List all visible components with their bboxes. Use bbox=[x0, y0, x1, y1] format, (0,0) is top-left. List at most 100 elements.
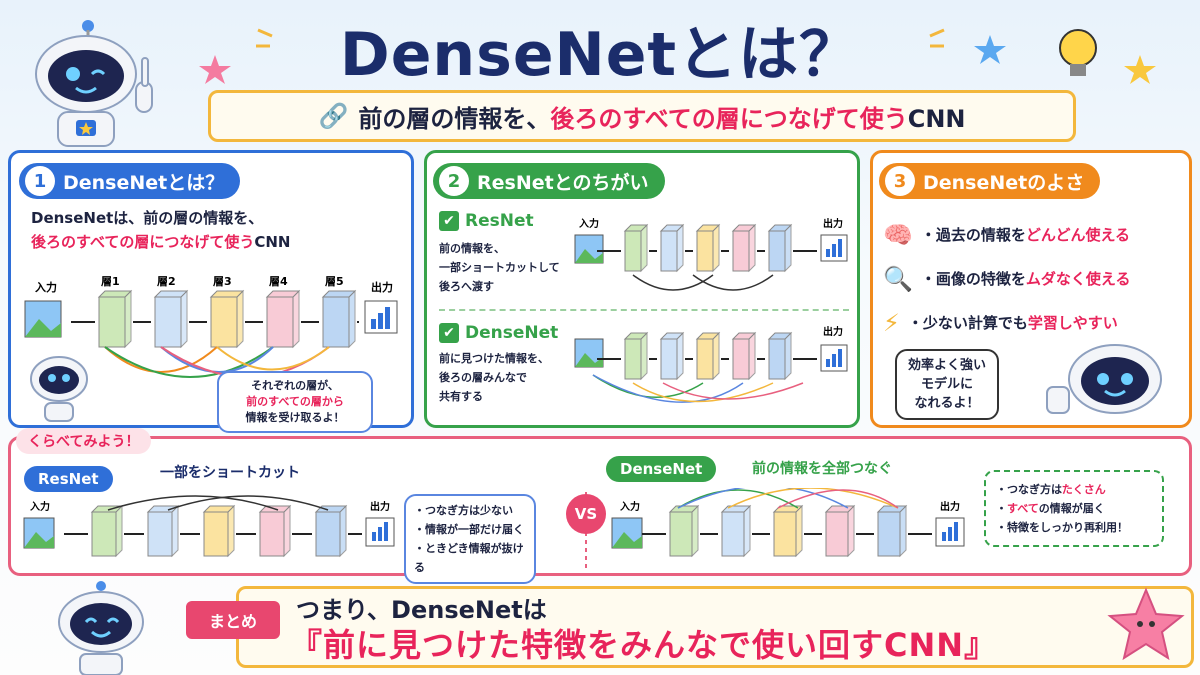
panel1-desc-line1: DenseNetは、前の層の情報を、 bbox=[31, 209, 264, 227]
layer-block bbox=[659, 223, 685, 273]
layer-block bbox=[695, 223, 721, 273]
layer-label: 層2 bbox=[157, 275, 176, 288]
star-mascot-icon bbox=[1107, 587, 1185, 661]
star-icon bbox=[974, 35, 1006, 64]
compare-tag: くらべてみよう！ bbox=[16, 428, 152, 454]
input-label: 入力 bbox=[30, 500, 50, 513]
lightning-icon: ⚡ bbox=[883, 309, 900, 337]
summary-line2: 『前に見つけた特徴をみんなで使い回すCNN』 bbox=[290, 626, 998, 664]
input-label-dense: 入力 bbox=[620, 500, 640, 513]
layer-block bbox=[767, 331, 793, 381]
lightbulb-icon bbox=[1059, 29, 1097, 76]
panel-densenet-intro: 1 DenseNetとは？ DenseNetは、前の層の情報を、 後ろのすべての… bbox=[8, 150, 414, 433]
output-label: 出力 bbox=[371, 280, 393, 294]
layer-block bbox=[720, 504, 752, 558]
output-label: 出力 bbox=[370, 500, 390, 513]
panel2-diagrams: 入力 出力 出力 bbox=[574, 217, 848, 403]
input-label: 入力 bbox=[35, 280, 57, 294]
robot-mascot-thumbs-up bbox=[1046, 344, 1162, 414]
panel1-speech-bubble: それぞれの層が、 前のすべての層から 情報を受け取るよ！ bbox=[217, 371, 373, 433]
checkmark-icon: ✔ bbox=[439, 211, 459, 231]
layer-block bbox=[209, 289, 245, 349]
robot-mascot-small bbox=[30, 356, 88, 422]
layer-block bbox=[659, 331, 685, 381]
magnifier-icon: 🔍 bbox=[883, 265, 913, 293]
panel3-heading: 3 DenseNetのよさ bbox=[879, 163, 1101, 199]
layer-block bbox=[731, 331, 757, 381]
output-chart-icon bbox=[364, 300, 398, 334]
layer-block bbox=[153, 289, 189, 349]
layer-label: 層5 bbox=[325, 275, 344, 288]
panel3-title: DenseNetのよさ bbox=[923, 171, 1085, 194]
sparkle-icon bbox=[256, 28, 945, 48]
layer-block bbox=[731, 223, 757, 273]
layer-block bbox=[668, 504, 700, 558]
resnet-subheading: ✔ ResNet bbox=[439, 211, 534, 231]
star-icon bbox=[199, 55, 231, 84]
layer-label: 層1 bbox=[101, 275, 120, 288]
compare-densenet-label: DenseNet bbox=[606, 456, 717, 482]
benefit-item: 🔍 ・画像の特徴をムダなく使える bbox=[883, 265, 1131, 293]
summary-box bbox=[236, 586, 1194, 668]
layer-block bbox=[321, 289, 357, 349]
robot-mascot bbox=[35, 20, 153, 147]
panel2-title: ResNetとのちがい bbox=[477, 171, 649, 194]
output-chart-icon bbox=[820, 234, 848, 262]
panel1-title: DenseNetとは？ bbox=[63, 171, 225, 194]
layer-block bbox=[258, 504, 292, 558]
summary-line1: つまり、DenseNetは bbox=[296, 596, 547, 624]
subtitle-box: 🔗 前の層の情報を、後ろのすべての層につなげて使うCNN bbox=[208, 90, 1076, 142]
checkmark-icon: ✔ bbox=[439, 323, 459, 343]
panel2-number: 2 bbox=[439, 166, 469, 196]
resnet-points: ・つなぎ方は少ない・情報が一部だけ届く・ときどき情報が抜ける bbox=[404, 494, 536, 584]
panel1-heading: 1 DenseNetとは？ bbox=[19, 163, 241, 199]
page-title: DenseNetとは？ bbox=[339, 20, 861, 90]
output-label: 出力 bbox=[823, 217, 843, 230]
layer-block bbox=[314, 504, 348, 558]
benefit-item: 🧠 ・過去の情報をどんどん使える bbox=[883, 221, 1131, 249]
summary-tag: まとめ bbox=[186, 601, 280, 639]
star-icon bbox=[1124, 55, 1156, 84]
output-chart-icon bbox=[820, 344, 848, 372]
panel-densenet-benefits: 3 DenseNetのよさ 🧠 ・過去の情報をどんどん使える 🔍 ・画像の特徴を… bbox=[870, 150, 1192, 428]
benefit-item: ⚡ ・少ない計算でも学習しやすい bbox=[883, 309, 1118, 337]
compare-resnet-caption: 一部をショートカット bbox=[160, 465, 300, 481]
layer-block bbox=[265, 289, 301, 349]
densenet-points: ・つなぎ方はたくさん ・すべての情報が届く ・特徴をしっかり再利用！ bbox=[984, 470, 1164, 547]
panel1-desc-line2: 後ろのすべての層につなげて使うCNN bbox=[31, 233, 291, 251]
resnet-description: 前の情報を、一部ショートカットして後ろへ渡す bbox=[439, 242, 560, 293]
layer-block bbox=[202, 504, 236, 558]
output-label-dense: 出力 bbox=[823, 325, 843, 338]
input-image-icon bbox=[574, 234, 604, 264]
layer-block bbox=[824, 504, 856, 558]
output-chart-icon bbox=[935, 517, 965, 547]
layer-label: 層4 bbox=[269, 275, 288, 288]
layer-block bbox=[623, 331, 649, 381]
layer-block bbox=[97, 289, 133, 349]
divider bbox=[439, 309, 849, 311]
layer-block bbox=[876, 504, 908, 558]
compare-resnet-label: ResNet bbox=[24, 466, 113, 492]
layer-block bbox=[772, 504, 804, 558]
output-chart-icon bbox=[365, 517, 395, 547]
robot-mascot-cheer bbox=[58, 581, 144, 675]
compare-diagrams: 入力 出力 入力 出力 bbox=[23, 488, 965, 568]
densenet-subheading: ✔ DenseNet bbox=[439, 323, 558, 343]
layer-block bbox=[695, 331, 721, 381]
compare-densenet-caption: 前の情報を全部つなぐ bbox=[752, 461, 892, 477]
input-image-icon bbox=[574, 338, 604, 368]
layer-block bbox=[767, 223, 793, 273]
panel3-speech-bubble: 効率よく強いモデルになれるよ！ bbox=[895, 349, 999, 420]
panel3-number: 3 bbox=[885, 166, 915, 196]
densenet-title: DenseNet bbox=[465, 323, 559, 343]
resnet-title: ResNet bbox=[465, 211, 534, 231]
input-label: 入力 bbox=[579, 217, 599, 230]
brain-icon: 🧠 bbox=[883, 221, 913, 249]
vs-badge: VS bbox=[566, 494, 606, 534]
subtitle-text: 前の層の情報を、後ろのすべての層につなげて使うCNN bbox=[358, 104, 966, 133]
benefit-list: 🧠 ・過去の情報をどんどん使える 🔍 ・画像の特徴をムダなく使える ⚡ ・少ない… bbox=[883, 213, 1183, 345]
input-image-icon bbox=[611, 517, 643, 549]
layer-block bbox=[90, 504, 124, 558]
